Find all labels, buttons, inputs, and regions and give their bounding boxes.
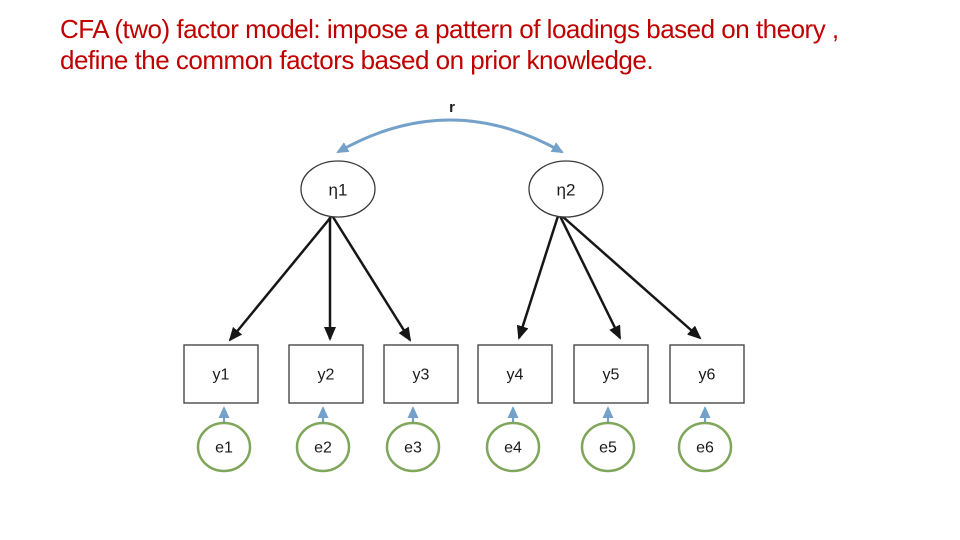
- indicator-label-y3: y3: [413, 367, 430, 384]
- slide-title: CFA (two) factor model: impose a pattern…: [60, 14, 940, 76]
- error-label-e6: e6: [696, 440, 714, 457]
- factor-ellipse-eta1: [300, 160, 376, 218]
- indicator-label-y6: y6: [699, 367, 716, 384]
- indicator-label-y4: y4: [507, 367, 524, 384]
- correlation-double-arrow: [336, 118, 564, 154]
- loading-arrows: [228, 215, 702, 342]
- factor-nodes: η1 η2: [300, 160, 604, 218]
- error-label-e1: e1: [215, 440, 233, 457]
- indicator-box-y2: [288, 344, 364, 404]
- indicator-box-y5: [573, 344, 649, 404]
- error-circle-e5: [580, 421, 636, 473]
- indicator-label-y5: y5: [603, 367, 620, 384]
- error-arrows: [218, 406, 711, 423]
- error-label-e2: e2: [314, 440, 332, 457]
- error-circle-e3: [385, 421, 441, 473]
- error-circle-e6: [677, 421, 733, 473]
- factor-ellipse-eta2: [528, 160, 604, 218]
- indicator-box-y3: [383, 344, 459, 404]
- error-label-e5: e5: [599, 440, 617, 457]
- title-line-2: define the common factors based on prior…: [60, 45, 654, 75]
- indicator-label-y2: y2: [318, 367, 335, 384]
- error-label-e3: e3: [404, 440, 422, 457]
- loading-arrow-eta2-y5: [558, 215, 622, 340]
- loading-arrow-eta1-y1: [228, 216, 332, 342]
- error-circle-e2: [295, 421, 351, 473]
- loading-arrow-eta1-y3: [331, 216, 412, 342]
- error-circle-e4: [485, 421, 541, 473]
- error-nodes: e1 e2 e3 e4 e5 e6: [196, 421, 733, 473]
- loading-arrow-eta2-y4: [516, 215, 560, 340]
- factor-label-eta2: η2: [557, 181, 576, 200]
- loading-arrow-eta2-y6: [561, 215, 702, 340]
- factor-label-eta1: η1: [329, 181, 348, 200]
- indicator-box-y4: [477, 344, 553, 404]
- indicator-box-y6: [669, 344, 745, 404]
- indicator-box-y1: [183, 344, 259, 404]
- indicator-nodes: y1 y2 y3 y4 y5 y6: [183, 344, 745, 404]
- error-circle-e1: [196, 421, 252, 473]
- error-label-e4: e4: [504, 440, 522, 457]
- title-line-1: CFA (two) factor model: impose a pattern…: [60, 14, 839, 44]
- correlation-label: r: [449, 99, 455, 116]
- indicator-label-y1: y1: [213, 367, 230, 384]
